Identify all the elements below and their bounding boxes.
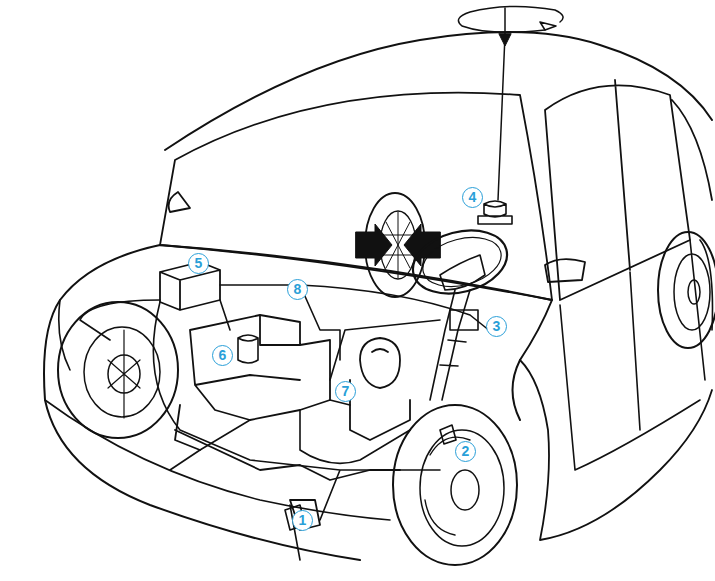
- steering-wheel: [406, 221, 514, 304]
- hub: [451, 470, 479, 510]
- tyre: [393, 405, 517, 565]
- hub: [688, 280, 700, 304]
- callout-number: 6: [212, 345, 233, 366]
- steering-angle-sensor: [450, 310, 478, 330]
- front-axle: [175, 405, 400, 530]
- tyre: [58, 302, 178, 438]
- yaw-ring: [458, 6, 563, 32]
- steering: [406, 221, 514, 400]
- rim: [674, 254, 710, 330]
- yaw-axis-head: [499, 34, 511, 46]
- reservoir: [238, 335, 258, 363]
- front-left-wheel: [58, 302, 178, 438]
- door-lines: [560, 240, 705, 470]
- callout-number: 3: [486, 316, 507, 337]
- rear-right-wheel: [658, 232, 715, 348]
- wiring: [80, 285, 495, 520]
- callout-number: 7: [335, 381, 356, 402]
- hydraulic-unit: [190, 315, 330, 420]
- callout-number: 4: [462, 187, 483, 208]
- roof-line: [165, 32, 712, 150]
- callout-number: 1: [292, 510, 313, 531]
- yaw-sensor: [478, 201, 512, 224]
- steering-column: [430, 290, 470, 400]
- steering-wheel-inner: [417, 229, 506, 294]
- tyre: [658, 232, 715, 348]
- front-fascia: [45, 300, 390, 560]
- side-windows: [545, 80, 712, 300]
- wheel-speed-sensor: [285, 425, 456, 530]
- brake-booster: [350, 338, 410, 440]
- yaw-arrowhead: [540, 22, 556, 30]
- right-fender: [520, 360, 712, 540]
- callout-number: 8: [287, 279, 308, 300]
- yaw-arrow: [458, 6, 563, 200]
- rim: [84, 327, 160, 417]
- spokes: [108, 330, 140, 418]
- callout-number: 5: [188, 253, 209, 274]
- front-right-wheel: [393, 405, 517, 565]
- hood-and-front: [44, 245, 552, 560]
- callout-number: 2: [455, 441, 476, 462]
- steering-hub: [440, 255, 485, 290]
- rim: [420, 430, 504, 546]
